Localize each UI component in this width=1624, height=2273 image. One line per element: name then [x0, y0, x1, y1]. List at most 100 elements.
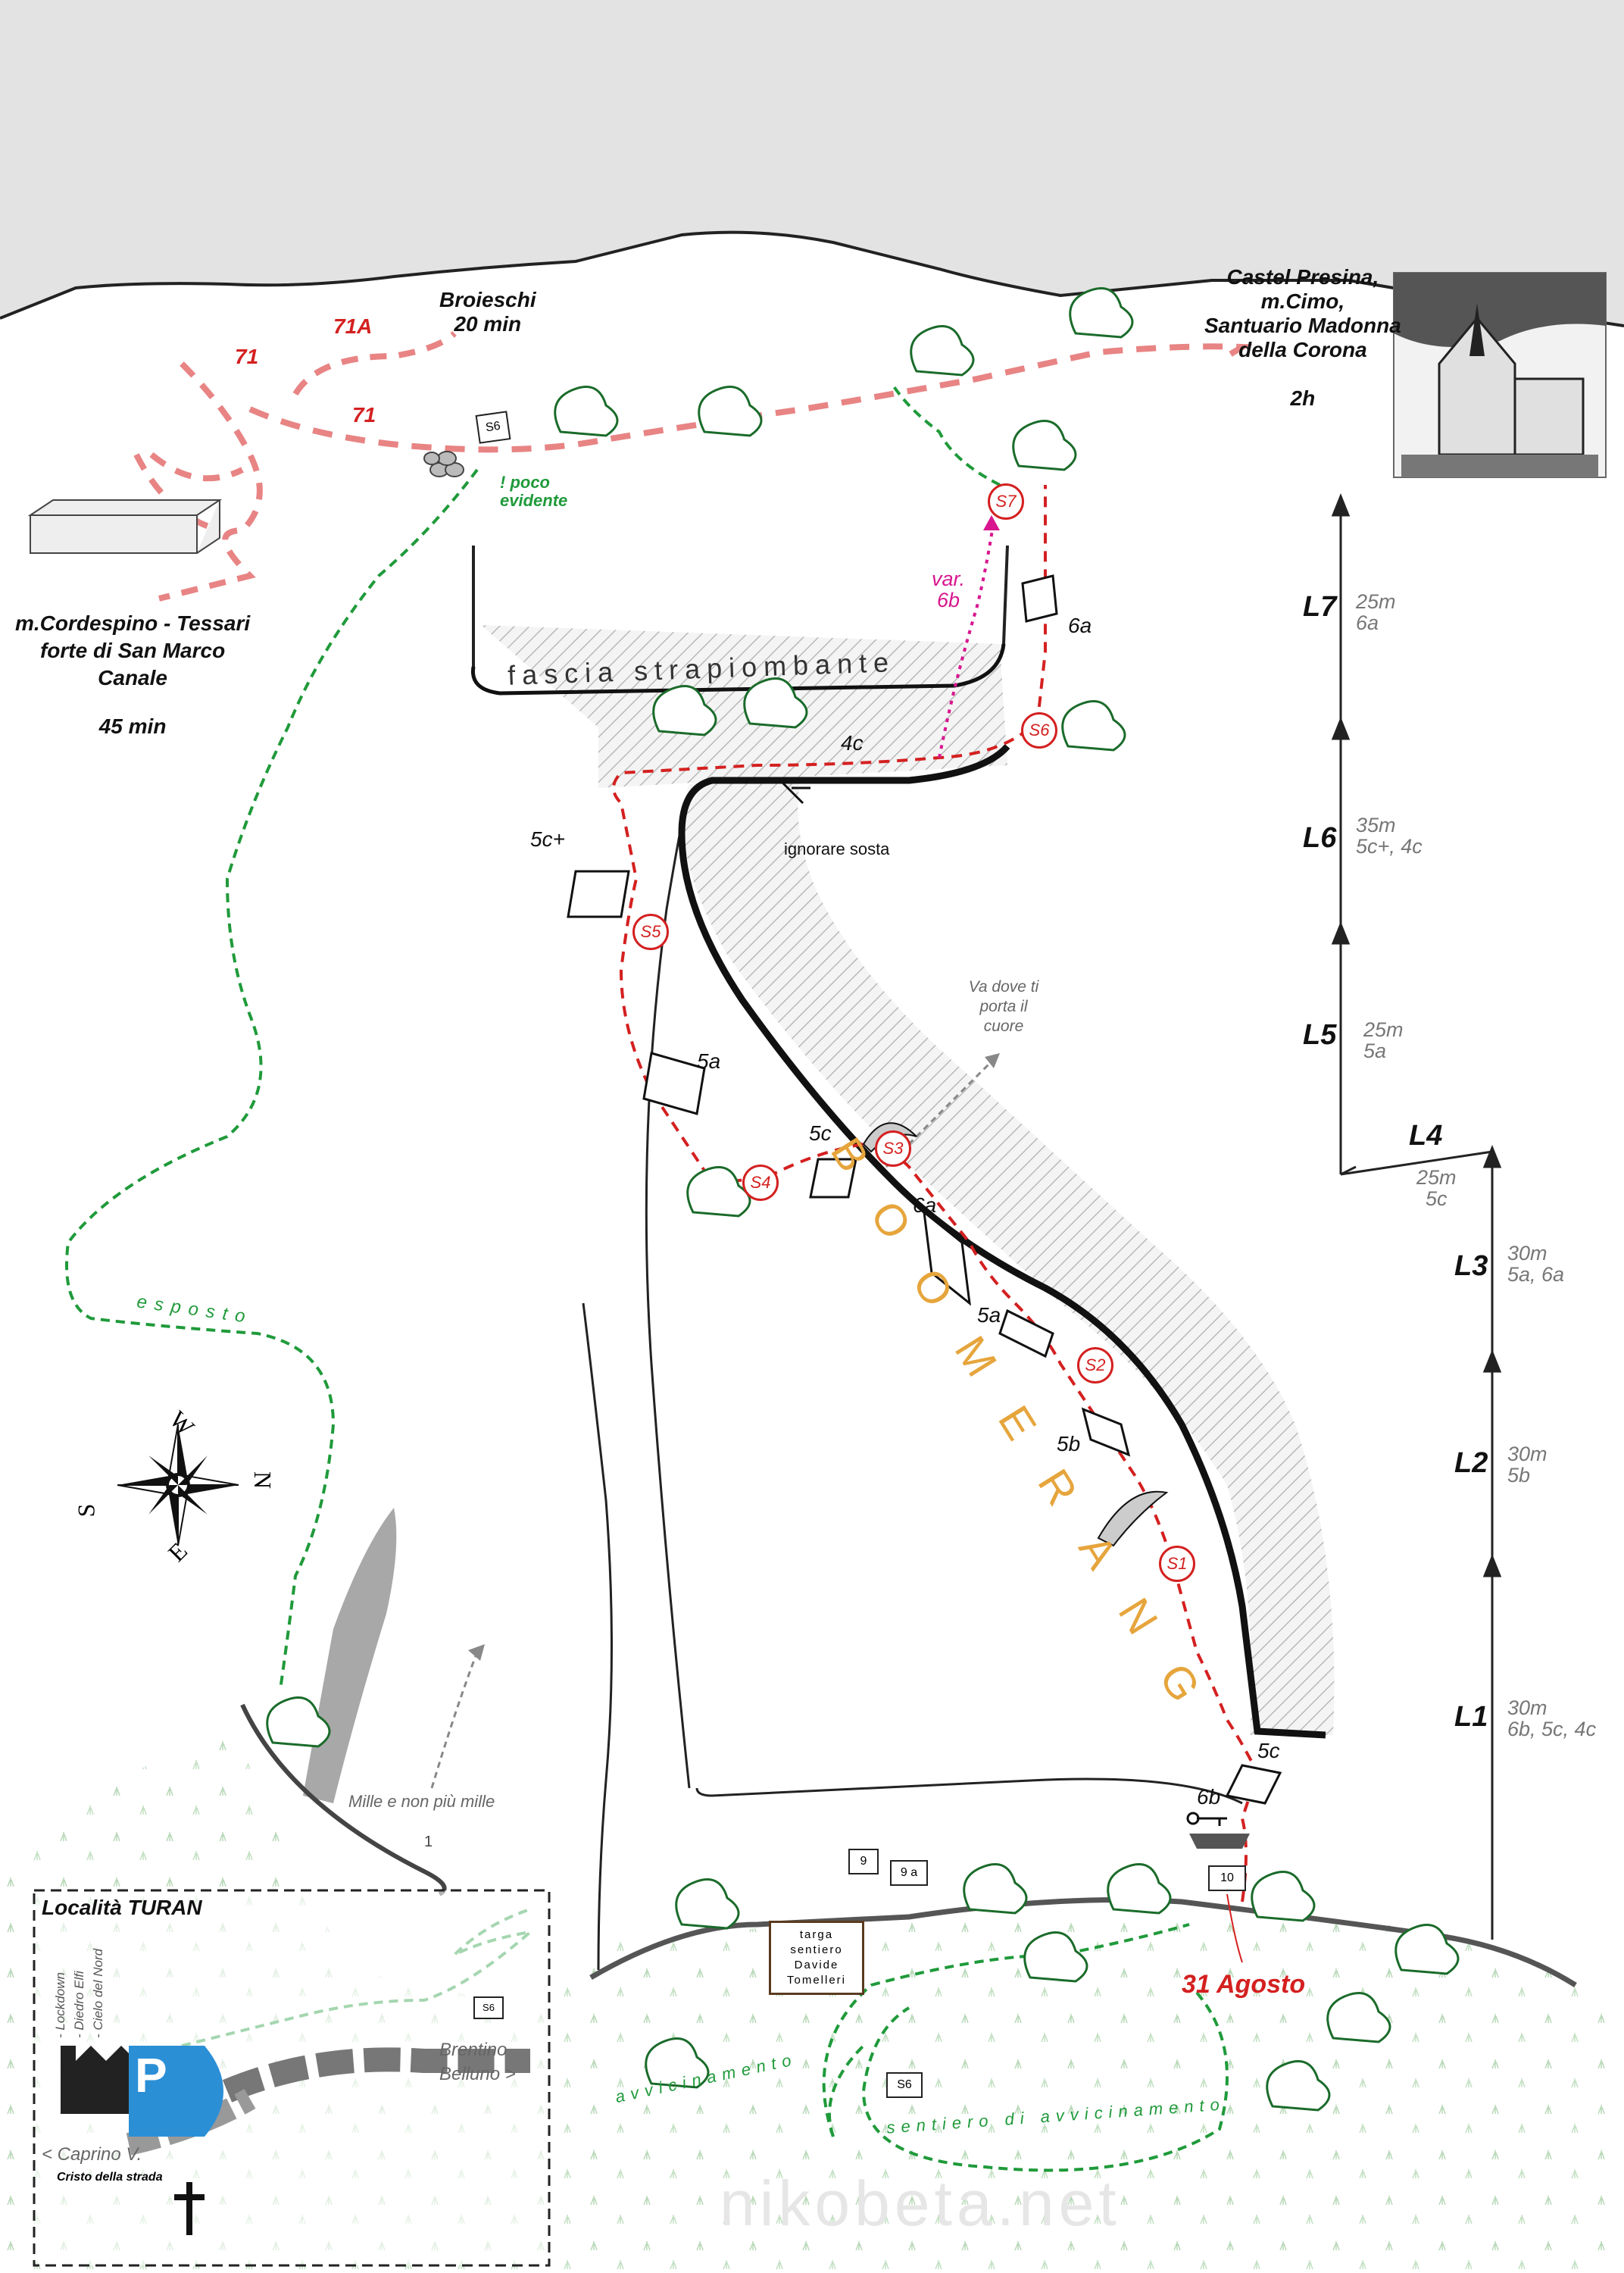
compass-rose: [117, 1424, 239, 1546]
grade-4c: 4c: [841, 731, 864, 755]
sanctuary-spire: [1469, 303, 1485, 356]
mille-label: Mille e non più mille: [348, 1792, 495, 1811]
agosto-label: 31 Agosto: [1182, 1970, 1306, 1999]
parking-road-list-3: - Cielo del Nord: [91, 1949, 106, 2038]
trail-71a-label: 71A: [333, 314, 373, 338]
pitch-l1-name: L1: [1454, 1701, 1488, 1733]
targa-sign: targa sentiero Davide Tomelleri: [769, 1921, 864, 1995]
cristo-label: Cristo della strada: [57, 2171, 163, 2184]
pitch-l7-name: L7: [1303, 591, 1337, 623]
boomerang-edge: [678, 743, 1326, 1739]
grade-5c-bottom: 5c: [1257, 1739, 1280, 1762]
trail-71-label-a: 71: [235, 345, 259, 368]
rocks-icon: [423, 451, 464, 477]
grade-6a-mid: 6a: [913, 1193, 937, 1217]
sky: [0, 0, 1624, 326]
parking-marker: [129, 2046, 223, 2137]
ridge-line: [0, 230, 1624, 327]
trail-71: [133, 361, 263, 602]
brentino-label: Brentino Belluno >: [439, 2040, 516, 2084]
pitch-l4-name: L4: [1409, 1120, 1443, 1152]
road-cross-icon: [174, 2182, 205, 2235]
parking-road-0: - Lockdown: [53, 1972, 67, 2038]
road-number-label: 1: [424, 1834, 433, 1850]
sign-9a: 9 a: [890, 1860, 928, 1886]
station-s2: S2: [1077, 1347, 1113, 1383]
arch-1: [1097, 1490, 1169, 1547]
approach-top: [892, 385, 1001, 486]
approach-sign-link: [828, 2044, 865, 2137]
fort-icon: [27, 499, 223, 554]
sign-10: 10: [1208, 1865, 1246, 1891]
rock-slab: [303, 1508, 397, 1803]
key-icon: [1197, 1817, 1227, 1826]
station-s1: S1: [1159, 1546, 1195, 1582]
boomerang-band: [682, 765, 1335, 1735]
poco-evidente-label: ! poco evidente: [500, 473, 568, 510]
agosto-line: [1226, 1893, 1243, 1963]
pitch-l3-name: L3: [1454, 1250, 1488, 1282]
grade-5b: 5b: [1057, 1432, 1081, 1455]
grade-5c-mid: 5c: [809, 1121, 832, 1145]
sanctuary-base: [1401, 455, 1598, 477]
sign-9: 9: [848, 1849, 879, 1874]
grade-5a-left: 5a: [697, 1049, 721, 1073]
variant-line: [938, 530, 994, 758]
va-dove-arrowhead: [985, 1053, 1000, 1068]
presina-label: Castel Presina, m.Cimo, Santuario Madonn…: [1204, 265, 1401, 410]
pitch-scale: [1331, 492, 1502, 1940]
ignorare-sosta-label: ignorare sosta: [784, 839, 890, 858]
grade-5cplus: 5c+: [530, 827, 565, 851]
grade-6b: 6b: [1197, 1785, 1221, 1809]
parking-p-label: P: [135, 2048, 167, 2103]
crag-outline-3: [695, 1777, 1243, 1805]
va-dove-label: Va dove ti porta il cuore: [968, 978, 1039, 1035]
key-icon-ring: [1186, 1812, 1200, 1825]
compass-n: N: [249, 1471, 277, 1490]
mille-arrow: [430, 1651, 479, 1789]
trail-71-label-b: 71: [352, 403, 376, 427]
variant-label: var. 6b: [932, 567, 966, 611]
pitch-l6-name: L6: [1303, 822, 1337, 854]
localita-label: Località TURAN: [42, 1896, 202, 1919]
station-s6: S6: [1021, 712, 1057, 749]
station-s7: S7: [988, 483, 1024, 520]
route-symbols: [567, 574, 1282, 1805]
grade-6a-top: 6a: [1068, 614, 1092, 637]
sign-s6-top: S6: [475, 411, 511, 444]
station-s4: S4: [742, 1165, 779, 1201]
trees: [266, 287, 1460, 2112]
compass-s: S: [72, 1503, 100, 1518]
station-s3: S3: [875, 1130, 911, 1167]
approach-descent: [65, 468, 479, 1690]
trail-71a: [292, 331, 457, 396]
cordespino-label: m.Cordespino - Tessari forte di San Marc…: [15, 611, 251, 738]
pitch-l5-name: L5: [1303, 1019, 1337, 1051]
belay-base: [1189, 1834, 1250, 1849]
sign-s6-low: S6: [473, 1996, 504, 2019]
trail-top: [248, 343, 1253, 453]
parking-road-1: - Diedro Elfi: [72, 1971, 86, 2038]
parking-road-2: - Cielo del Nord: [91, 1948, 105, 2038]
ignore-belay-icon: [779, 779, 810, 805]
mille-arrowhead: [468, 1644, 485, 1661]
crag-outline-2: [645, 787, 691, 1789]
variant-arrow: [983, 515, 1000, 530]
parking-road: [222, 2047, 530, 2103]
parking-road-list-2: - Diedro Elfi: [72, 1971, 87, 2038]
parking-road-list: - Lockdown: [53, 1972, 68, 2038]
sign-s6-path: S6: [886, 2072, 923, 2098]
crag-outline-4: [582, 1302, 613, 1971]
pitch-l2-name: L2: [1454, 1447, 1488, 1479]
route-line: [612, 485, 1260, 1903]
grade-5a-right: 5a: [977, 1303, 1001, 1327]
road: [240, 1703, 447, 1896]
